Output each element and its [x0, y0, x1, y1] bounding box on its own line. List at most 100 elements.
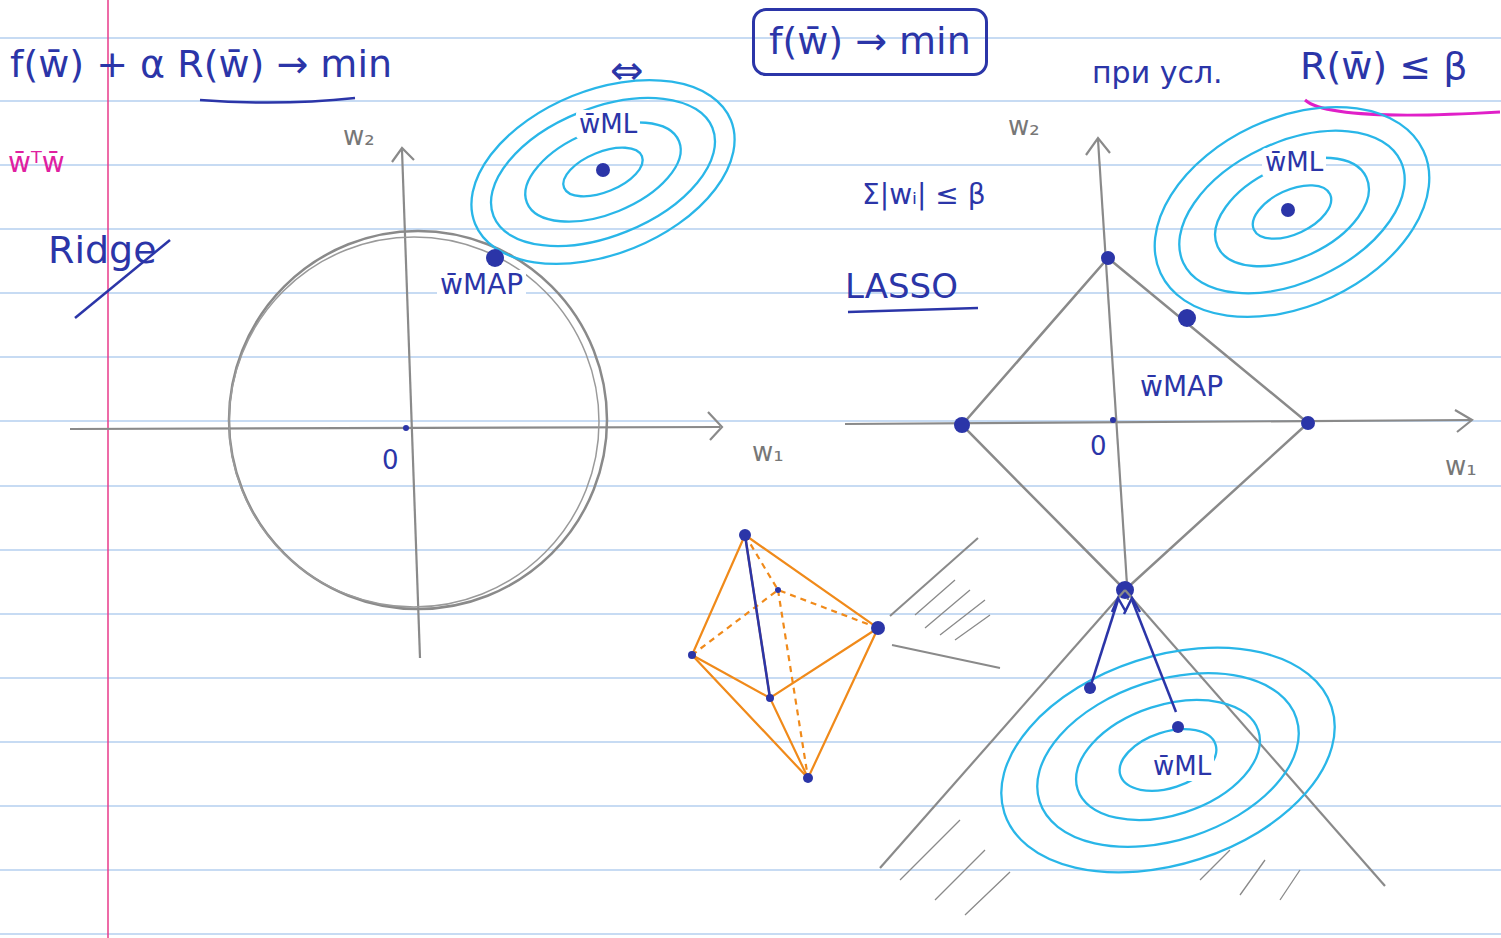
contour: [1015, 642, 1321, 878]
origin-dot: [403, 425, 409, 431]
map-point: [486, 249, 504, 267]
contour: [1061, 678, 1276, 841]
loss-contours: [1121, 66, 1463, 359]
ml-point: [1084, 682, 1096, 694]
ruled-line: [0, 933, 1501, 934]
ml-point: [1172, 721, 1184, 733]
point-label: w̄MAP: [437, 270, 526, 301]
axis: [1098, 140, 1128, 600]
loss-contours: [444, 44, 761, 299]
vertex-dots: [688, 529, 885, 783]
contour: [1121, 66, 1463, 359]
ruled-line: [0, 677, 1501, 678]
axis-label: w₂: [1008, 112, 1040, 141]
origin-dot: [1110, 417, 1116, 423]
ruled-line: [0, 37, 1501, 38]
ruled-lines: [0, 38, 1501, 934]
axis-arrow: [1455, 410, 1472, 432]
vertex-dot: [766, 694, 774, 702]
margin-line: [107, 0, 109, 938]
axis: [845, 420, 1470, 424]
ruled-line: [0, 228, 1501, 229]
point-label: w̄ML: [576, 110, 640, 139]
normal-cone: [880, 590, 1385, 915]
map-point: [1178, 309, 1196, 327]
projection-lines: [1090, 598, 1176, 712]
regularizer: w̄ᵀw̄: [8, 148, 65, 179]
origin-label: 0: [382, 446, 399, 475]
vertex-dots: [954, 251, 1315, 599]
box-text: f(w̄) → min: [769, 21, 971, 63]
hatching: [900, 820, 1300, 915]
vertex-dot: [775, 587, 781, 593]
axis-arrow: [1086, 138, 1110, 155]
vertex-dot: [688, 651, 696, 659]
contour: [972, 608, 1363, 912]
axis: [402, 150, 420, 658]
projection-arrow: [1112, 598, 1140, 614]
cone-line: [890, 538, 978, 616]
axis-arrow: [392, 148, 414, 162]
polytope-edge: [745, 535, 770, 698]
vertex-dot: [1301, 416, 1315, 430]
constraint: R(w̄) ≤ β: [1300, 46, 1467, 88]
axis: [70, 427, 720, 429]
l1-ball: [962, 258, 1308, 590]
condition-note: при усл.: [1092, 56, 1223, 89]
ruled-line: [0, 869, 1501, 870]
polytope-edge: [692, 535, 878, 778]
constraint: Σ|wᵢ| ≤ β: [862, 180, 986, 211]
contour: [1198, 136, 1386, 289]
loss-contours: [972, 608, 1363, 912]
point-label: w̄MAP: [1140, 372, 1223, 403]
axis-label: w₂: [343, 122, 375, 151]
ruled-line: [0, 805, 1501, 806]
contour: [444, 44, 761, 299]
ruled-line: [0, 292, 1501, 293]
method-title: LASSO: [845, 268, 958, 305]
projection-line: [1090, 600, 1118, 688]
vertex-dot: [803, 773, 813, 783]
axis-arrow: [708, 412, 722, 440]
vertex-dot: [954, 417, 970, 433]
contour: [511, 102, 695, 241]
lasso-axes: [845, 138, 1472, 600]
vertex-dot: [871, 621, 885, 635]
origin-label: 0: [1090, 432, 1107, 461]
point-label: w̄ML: [1150, 752, 1214, 781]
contour: [470, 68, 737, 275]
ridge-axes: [70, 148, 722, 658]
l2-ball: [229, 231, 607, 609]
vertex-dot: [1101, 251, 1115, 265]
vertex-dot: [739, 529, 751, 541]
ruled-line: [0, 741, 1501, 742]
polytope-edge: [692, 535, 878, 778]
polytope-edge: [692, 535, 878, 778]
method-title: Ridge: [48, 230, 157, 272]
l2-ball: [229, 237, 599, 607]
hatching: [915, 580, 990, 640]
ruled-line: [0, 485, 1501, 486]
ruled-line: [0, 356, 1501, 357]
cone-line: [880, 590, 1125, 868]
contour: [1154, 98, 1431, 326]
underline: [200, 98, 355, 103]
ml-point: [1281, 203, 1295, 217]
objective-box: f(w̄) → min: [752, 8, 988, 76]
vertex-cone: [890, 538, 1000, 668]
cone-line: [1125, 590, 1385, 886]
axis-label: w₁: [752, 438, 784, 467]
contour: [1112, 718, 1224, 802]
underline: [848, 308, 978, 312]
projection-line: [1132, 600, 1176, 712]
contour: [1245, 174, 1340, 249]
point-label: w̄ML: [1262, 148, 1326, 177]
cone-line: [892, 645, 1000, 668]
contour: [557, 138, 650, 207]
axis-label: w₁: [1445, 452, 1477, 481]
ml-point: [596, 163, 610, 177]
ruled-line: [0, 549, 1501, 550]
ruled-line: [0, 613, 1501, 614]
